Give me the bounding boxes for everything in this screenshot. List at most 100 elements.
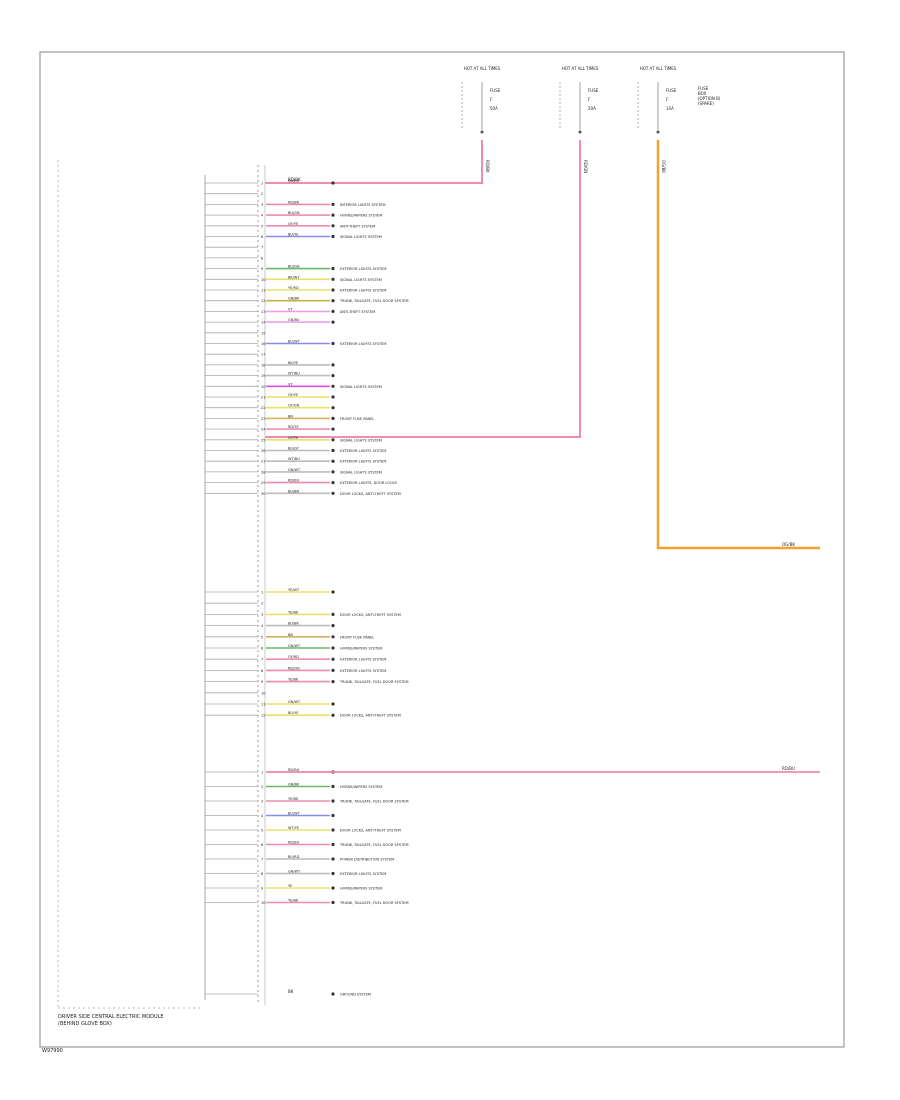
pin-dest-10: EXTERIOR LIGHTS SYSTEM: [340, 289, 386, 293]
pin-num-7: 8: [261, 256, 263, 260]
pin-num-12: 13: [261, 310, 265, 314]
pin-num-24: 25: [261, 438, 265, 442]
pin-num-29: 30: [261, 492, 265, 496]
pinlow-dest-7: EXTERIOR LIGHTS SYSTEM: [340, 669, 386, 673]
pin-wirelabel-19: VT: [288, 382, 293, 386]
pin-num-5: 6: [261, 235, 263, 239]
pin-num-11: 12: [261, 299, 265, 303]
pin-wirelabel-22: BN: [288, 414, 293, 418]
pinbot-dot-9: [331, 900, 335, 905]
pin-num-27: 28: [261, 470, 265, 474]
pin-dot-23: [331, 427, 335, 431]
pin-num-16: 17: [261, 353, 265, 357]
pinlow-wirelabel-6: GY/RD: [288, 655, 299, 659]
pin-num-2: 3: [261, 203, 263, 207]
pinlow-num-1: 2: [261, 602, 263, 606]
pin-wirelabel-25: BU/GY: [288, 447, 300, 451]
fuse-2-line-0: FUSE: [666, 88, 677, 93]
pinlow-dot-2: [331, 612, 335, 617]
fuse-2-side-2: (OPTION B): [698, 96, 721, 101]
pin-dot-11: [331, 299, 335, 303]
ground-wire-label: BK: [288, 989, 294, 994]
pin-dest-2: INTERIOR LIGHTS SYSTEM: [340, 203, 386, 207]
pin-wirelabel-15: BU/WT: [288, 340, 301, 344]
top-wire-label: RD/BK: [288, 177, 301, 182]
pinlow-wirelabel-7: RD/GN: [288, 666, 300, 670]
pin-wirelabel-4: GY/YE: [288, 222, 298, 226]
pin-dot-25: [331, 448, 335, 453]
right-wire-1-label: OG/BK: [782, 542, 795, 547]
pinlow-num-6: 7: [261, 658, 263, 662]
pinbot-dest-2: TRUNK, TAILGATE, FUEL DOOR SYSTEM: [339, 800, 408, 804]
pin-dot-3: [331, 213, 335, 217]
pinlow-dot-3: [331, 624, 335, 628]
pinlow-num-7: 8: [261, 669, 263, 673]
diagram-frame: [39, 51, 845, 1048]
fuse-2-terminal: [656, 130, 660, 134]
pinlow-dot-0: [331, 590, 335, 594]
fuse-2-side-1: BOX: [698, 91, 707, 96]
module-label: DRIVER SIDE CENTRAL ELECTRIC MODULE: [58, 1014, 164, 1020]
pin-num-20: 21: [261, 396, 265, 400]
pinlow-num-2: 3: [261, 613, 263, 617]
pinbot-wirelabel-8: YE: [288, 884, 292, 888]
pinlow-num-4: 5: [261, 635, 263, 639]
pin-wirelabel-10: YE/RD: [288, 286, 299, 290]
pinbot-dest-9: TRUNK, TAILGATE, FUEL DOOR SYSTEM: [339, 901, 408, 905]
pinlow-wirelabel-3: BU/BK: [288, 622, 300, 626]
pinbot-dot-1: [331, 784, 335, 789]
pin-dot-18: [331, 374, 335, 378]
pin-num-21: 22: [261, 406, 265, 410]
pinbot-wirelabel-2: YE/BK: [288, 797, 299, 801]
fuse-2-label: HOT AT ALL TIMES: [640, 66, 677, 71]
fuse-1-terminal: [578, 130, 582, 134]
pinlow-dest-6: EXTERIOR LIGHTS SYSTEM: [340, 658, 386, 662]
pinlow-wirelabel-10: GN/WT: [288, 700, 301, 704]
pin-wirelabel-9: BK/WT: [288, 275, 300, 279]
fuse-1-line-1: F: [588, 97, 591, 102]
pin-wirelabel-21: GY/GN: [288, 404, 300, 408]
pin-dest-9: SIGNAL LIGHTS SYSTEM: [340, 278, 382, 282]
fuse-2-wire-label: OG/BK: [661, 160, 666, 173]
pinbot-dest-4: DOOR LOCKS, ANTI-THEFT SYSTEM: [340, 829, 401, 833]
pinlow-dot-5: [331, 646, 335, 650]
pin-wirelabel-29: BU/BN: [288, 489, 300, 493]
fuse-group: HOT AT ALL TIMES FUSE F 50A RD/BK HOT AT ALL …: [265, 66, 820, 550]
pin-num-17: 18: [261, 363, 265, 367]
fuse-1-wire-label: RD/GN: [583, 160, 588, 173]
pinbot-dot-2: [331, 799, 335, 803]
pinbot-dot-4: [331, 828, 335, 832]
pinbot-dest-8: HORNS/WIPERS SYSTEM: [340, 887, 382, 891]
pinbot-wirelabel-7: GN/WT: [288, 870, 301, 874]
pin-wirelabel-24: GY/YE: [288, 436, 298, 440]
pin-num-9: 10: [261, 278, 265, 282]
pinbot-dest-7: EXTERIOR LIGHTS SYSTEM: [340, 872, 386, 876]
pinlow-num-9: 10: [261, 691, 265, 695]
pin-dest-12: ANTI-THEFT SYSTEM: [340, 310, 375, 314]
fuse-0-wire: [265, 140, 483, 184]
pin-wirelabel-20: GY/YE: [288, 393, 298, 397]
pin-dest-26: EXTERIOR LIGHTS SYSTEM: [340, 460, 386, 464]
fuse-2-wire: [656, 140, 820, 550]
pinlow-num-8: 9: [261, 680, 263, 684]
pinlow-wirelabel-8: YE/BK: [288, 678, 299, 682]
footer-code: W97990: [42, 1048, 63, 1054]
pinlow-wirelabel-11: BU/YE: [288, 711, 299, 715]
pinlow-num-0: 1: [261, 591, 263, 595]
pin-wirelabel-23: RD/YE: [288, 425, 299, 429]
fuse-0-label: HOT AT ALL TIMES: [464, 66, 501, 71]
pin-dest-8: EXTERIOR LIGHTS SYSTEM: [340, 267, 386, 271]
pin-wirelabel-28: RD/BU: [288, 479, 300, 483]
pinbot-wirelabel-0: RD/BU: [288, 768, 300, 772]
fuse-0-line-2: 50A: [490, 106, 498, 111]
fuse-1-wire: [265, 140, 581, 438]
fuse-1-label: HOT AT ALL TIMES: [562, 66, 599, 71]
pin-dot-17: [331, 363, 335, 367]
pin-dest-25: EXTERIOR LIGHTS SYSTEM: [340, 449, 386, 453]
pinlow-num-11: 12: [261, 714, 265, 718]
pin-num-22: 23: [261, 417, 265, 421]
pin-num-19: 20: [261, 385, 265, 389]
pinlow-dest-11: DOOR LOCKS, ANTI-THEFT SYSTEM: [340, 714, 401, 718]
